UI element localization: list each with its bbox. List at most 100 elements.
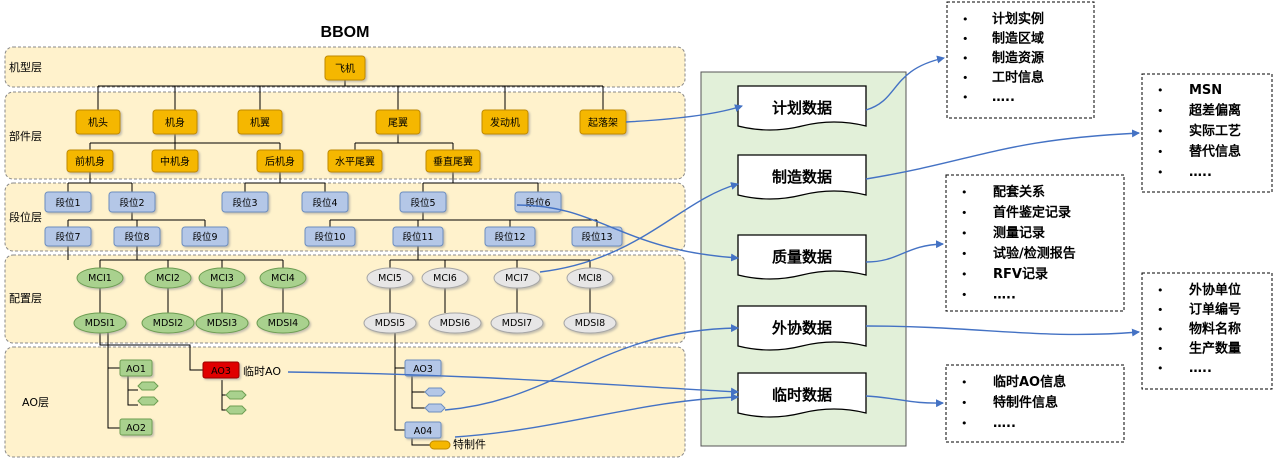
node-ao4-label: A04 xyxy=(414,426,433,437)
list-bullet: • xyxy=(961,268,968,281)
category-outsourcing-label: 外协数据 xyxy=(771,319,832,337)
node-wing-label: 机翼 xyxy=(250,116,270,129)
node-aircraft-label: 飞机 xyxy=(335,62,355,75)
node-h-tail xyxy=(327,149,383,173)
node-mid-body xyxy=(151,149,199,173)
node-seg8-label: 段位8 xyxy=(124,231,149,243)
temp-ao-label: 临时AO xyxy=(243,364,281,378)
node-mci7 xyxy=(493,267,541,289)
list-item-manufacturing: ….. xyxy=(1189,165,1212,180)
list-box-plan xyxy=(946,1,1095,119)
category-manufacturing-label: 制造数据 xyxy=(772,168,832,186)
category-plan-label: 计划数据 xyxy=(772,99,832,117)
arrow-plan-to-list xyxy=(865,55,945,111)
layer-label-component: 部件层 xyxy=(9,129,42,143)
node-seg2-label: 段位2 xyxy=(119,197,144,209)
node-seg11-label: 段位11 xyxy=(402,231,433,243)
ao3-temp-step-1 xyxy=(225,390,247,400)
node-engine xyxy=(481,109,529,135)
list-item-quality: ….. xyxy=(993,288,1016,303)
category-boxes: 计划数据 制造数据 质量数据 外协数据 临时数据 xyxy=(737,85,867,418)
list-manufacturing: •MSN•超差偏离•实际工艺•替代信息•….. xyxy=(1157,83,1241,180)
category-box-quality xyxy=(737,234,867,280)
list-bullet: • xyxy=(962,52,969,65)
ao-layer-band xyxy=(4,346,686,458)
node-seg9 xyxy=(181,226,229,247)
ao3-temp-step-2 xyxy=(225,405,247,415)
node-seg2 xyxy=(108,191,156,213)
node-v-tail-label: 垂直尾翼 xyxy=(433,155,473,168)
list-bullet: • xyxy=(1157,166,1164,179)
node-gear-label: 起落架 xyxy=(588,117,618,129)
node-ao2 xyxy=(119,418,153,436)
list-bullet: • xyxy=(1157,304,1164,317)
list-bullet: • xyxy=(1157,105,1164,118)
node-ao3-label: AO3 xyxy=(413,364,433,375)
node-mdsi7 xyxy=(490,312,544,334)
ao-nodes: AO1 AO2 AO3 临时AO AO3 A04 特制件 xyxy=(119,359,486,451)
list-item-plan: ….. xyxy=(992,90,1015,105)
node-front-body xyxy=(66,149,114,173)
node-seg4-label: 段位4 xyxy=(312,197,337,209)
list-bullet: • xyxy=(1157,84,1164,97)
node-mdsi2-label: MDSI2 xyxy=(153,318,183,329)
arrow-temp-ao-to-temporary xyxy=(287,371,739,396)
ao1-step-2 xyxy=(137,396,159,406)
list-item-plan: 工时信息 xyxy=(992,70,1044,86)
node-mdsi1 xyxy=(73,312,127,334)
arrow-seg6-to-quality xyxy=(516,204,739,262)
node-mci3-label: MCI3 xyxy=(210,273,234,284)
node-rear-body xyxy=(256,149,304,173)
node-tail xyxy=(375,109,421,135)
list-bullet: • xyxy=(961,417,968,430)
flow-arrows xyxy=(287,55,1140,438)
node-ao2-label: AO2 xyxy=(126,423,146,434)
category-quality-label: 质量数据 xyxy=(772,248,832,266)
list-item-temporary: 临时AO信息 xyxy=(993,374,1066,390)
category-box-temporary xyxy=(737,372,867,418)
node-mci4 xyxy=(259,267,307,289)
node-seg11 xyxy=(392,226,444,247)
node-ao3 xyxy=(404,359,442,377)
list-item-plan: 制造资源 xyxy=(992,50,1044,66)
layer-label-config: 配置层 xyxy=(9,292,42,305)
layer-label-ao: AO层 xyxy=(22,396,49,409)
list-box-outsourcing xyxy=(1141,272,1273,390)
node-mdsi5 xyxy=(363,312,417,334)
node-body-label: 机身 xyxy=(165,116,185,129)
layer-label-segment: 段位层 xyxy=(9,210,42,224)
node-mdsi4-label: MDSI4 xyxy=(268,318,298,329)
list-item-quality: 试验/检测报告 xyxy=(993,246,1076,262)
node-engine-label: 发动机 xyxy=(490,116,520,129)
list-box-quality xyxy=(945,174,1125,312)
list-item-outsourcing: ….. xyxy=(1189,361,1212,376)
list-bullet: • xyxy=(962,91,969,104)
node-mdsi6 xyxy=(428,312,482,334)
list-bullet: • xyxy=(961,397,968,410)
arrow-outsourcing-to-list xyxy=(865,325,1140,337)
list-item-manufacturing: 实际工艺 xyxy=(1189,123,1241,139)
list-bullet: • xyxy=(1157,146,1164,159)
component-row-2: 前机身 中机身 后机身 水平尾翼 垂直尾翼 xyxy=(66,149,481,173)
list-item-outsourcing: 外协单位 xyxy=(1188,282,1241,298)
arrow-ao3-to-outsourcing xyxy=(444,324,739,411)
node-ao1-label: AO1 xyxy=(126,364,146,375)
node-h-tail-label: 水平尾翼 xyxy=(335,156,375,168)
node-head xyxy=(75,109,121,135)
node-mci1-label: MCI1 xyxy=(88,273,112,284)
node-ao3-temp xyxy=(202,361,240,379)
node-seg13 xyxy=(571,226,623,247)
category-temporary-label: 临时数据 xyxy=(772,386,832,404)
node-seg5 xyxy=(399,191,447,213)
diagram-title: BBOM xyxy=(321,24,370,41)
node-mci5 xyxy=(366,267,414,289)
special-part-label: 特制件 xyxy=(453,437,486,451)
node-body xyxy=(152,109,198,135)
arrow-mci7-to-manufacturing xyxy=(539,182,739,273)
node-ao4 xyxy=(404,421,442,439)
node-wing xyxy=(237,109,283,135)
list-item-plan: 制造区域 xyxy=(992,31,1044,47)
segment-row-2: 段位7 段位8 段位9 段位10 段位11 段位12 段位13 xyxy=(44,226,623,247)
node-mci2-label: MCI2 xyxy=(156,273,180,284)
